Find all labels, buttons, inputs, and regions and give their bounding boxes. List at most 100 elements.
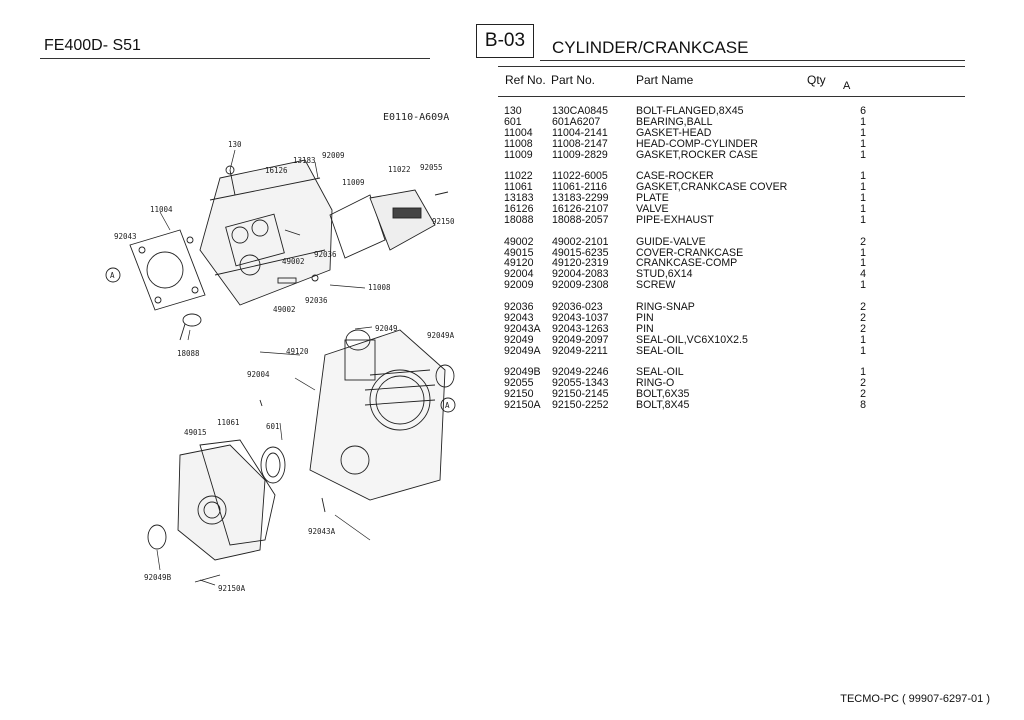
qty-cell: 2	[860, 388, 866, 401]
callout-label: 92055	[420, 163, 443, 172]
part-no-cell: 18088-2057	[552, 213, 609, 226]
part-no-cell: 130CA0845	[552, 105, 608, 117]
qty-cell: 1	[860, 279, 866, 292]
part-name-cell: RING-O	[636, 377, 675, 390]
col-part-header: Part No.	[551, 73, 596, 87]
callout-label: 11004	[150, 205, 173, 214]
qty-cell: 1	[860, 246, 866, 259]
part-name-cell: STUD,6X14	[636, 268, 693, 281]
part-name-cell: COVER-CRANKCASE	[636, 246, 744, 259]
marker-a-right-circle	[440, 397, 456, 413]
qty-cell: 1	[860, 192, 866, 205]
part-no-cell: 92049-2246	[552, 366, 609, 379]
diagram-id-label: E0110-A609A	[383, 112, 449, 123]
ref-no-cell: 16126	[504, 203, 534, 216]
callout-label: 130	[228, 140, 242, 149]
part-no-cell: 92049-2211	[552, 344, 608, 357]
ref-no-cell: 92055	[504, 377, 534, 390]
ref-no-cell: 11061	[504, 181, 533, 194]
part-name-cell: HEAD-COMP-CYLINDER	[636, 137, 758, 150]
part-no-cell: 11009-2829	[552, 148, 608, 161]
seal-drawing	[147, 329, 455, 550]
catalog-footer: TECMO-PC ( 99907-6297-01 )	[840, 693, 990, 705]
part-name-cell: BEARING,BALL	[636, 115, 713, 128]
qty-cell: 2	[860, 322, 866, 335]
part-no-cell: 11008-2147	[552, 137, 608, 150]
part-no-cell: 92043-1037	[552, 311, 609, 324]
part-no-cell: 49002-2101	[552, 235, 609, 248]
qty-cell: 2	[860, 235, 866, 248]
ref-no-cell: 13183	[504, 192, 534, 205]
crankcase-cover-drawing	[177, 439, 276, 561]
callout-label: 49002	[282, 257, 305, 266]
qty-cell: 1	[860, 115, 866, 128]
callout-label: 11061	[217, 418, 240, 427]
part-no-cell: 601A6207	[552, 115, 601, 128]
marker-a-left-circle	[105, 267, 121, 283]
part-no-cell: 92150-2145	[552, 388, 609, 401]
section-title: CYLINDER/CRANKCASE	[552, 38, 749, 57]
ref-no-cell: 92049A	[504, 344, 541, 357]
col-ref-header: Ref No.	[505, 73, 546, 87]
callout-label: 92049	[375, 324, 398, 333]
callout-label: 92036	[305, 296, 328, 305]
callout-label: 92049B	[144, 573, 172, 582]
qty-cell: 4	[860, 268, 866, 281]
ref-no-cell: 92150A	[504, 399, 541, 412]
ref-no-cell: 92004	[504, 268, 534, 281]
callout-label: 11009	[342, 178, 365, 187]
ref-no-cell: 130	[504, 105, 522, 117]
col-qty-header: Qty	[807, 73, 826, 87]
qty-cell: 1	[860, 203, 866, 216]
callout-label: 92009	[322, 151, 345, 160]
qty-cell: 1	[860, 213, 866, 226]
crankcase-drawing	[309, 329, 446, 501]
table-head-rule	[498, 96, 965, 97]
valve-parts-drawing	[225, 165, 319, 284]
part-name-cell: SEAL-OIL	[636, 344, 684, 357]
callout-label: 92049A	[427, 331, 455, 340]
ref-no-cell: 49120	[504, 257, 534, 270]
table-top-rule	[498, 66, 965, 67]
part-name-cell: SCREW	[636, 279, 676, 292]
part-no-cell: 92055-1343	[552, 377, 609, 390]
ref-no-cell: 92043	[504, 311, 534, 324]
part-no-cell: 92043-1263	[552, 322, 609, 335]
callout-label: 92004	[247, 370, 270, 379]
callout-label: 49015	[184, 428, 207, 437]
qty-cell: 1	[860, 257, 866, 270]
part-no-cell: 92150-2252	[552, 399, 609, 412]
part-no-cell: 92049-2097	[552, 333, 609, 346]
ref-no-cell: 92049B	[504, 366, 541, 379]
exploded-parts-diagram: E0110-A609A	[105, 112, 456, 593]
qty-cell: 8	[860, 399, 866, 412]
part-name-cell: PLATE	[636, 192, 669, 205]
qty-cell: 2	[860, 301, 866, 314]
part-name-cell: PIPE-EXHAUST	[636, 213, 714, 226]
qty-cell: 2	[860, 377, 866, 390]
head-gasket-drawing	[129, 229, 206, 311]
part-no-cell: 49015-6235	[552, 246, 609, 259]
callout-label: 11008	[368, 283, 391, 292]
part-name-cell: GUIDE-VALVE	[636, 235, 706, 248]
qty-cell: 1	[860, 170, 866, 183]
callout-label: 49002	[273, 305, 296, 314]
ref-no-cell: 11009	[504, 148, 533, 161]
part-name-cell: PIN	[636, 311, 654, 324]
